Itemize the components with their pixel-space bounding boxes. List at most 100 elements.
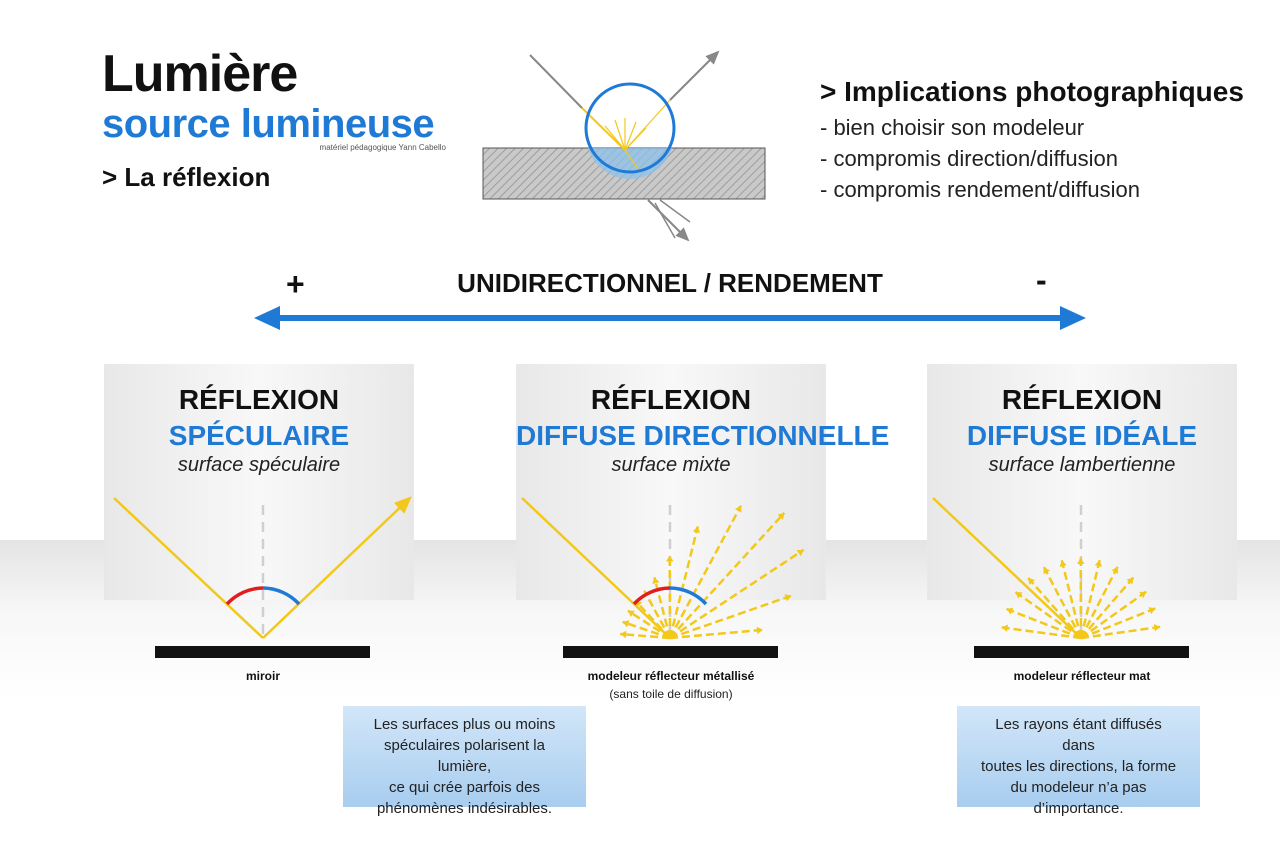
surface-label: modeleur réflecteur mat xyxy=(1013,669,1151,683)
incidence-angle-arc xyxy=(225,586,264,606)
scattered-ray xyxy=(669,512,786,639)
lambertian-diagram xyxy=(932,497,1189,658)
incident-ray xyxy=(113,497,264,639)
scattered-ray-head xyxy=(620,630,627,639)
scattered-ray xyxy=(1079,566,1119,639)
reflected-ray xyxy=(669,50,720,101)
scattered-ray xyxy=(653,577,672,639)
topic-heading: > La réflexion xyxy=(102,162,271,192)
scattered-ray xyxy=(643,590,672,639)
ball-outline xyxy=(584,82,676,174)
scattered-ray-head xyxy=(652,577,660,584)
note-line: du modeleur n’a pas xyxy=(1010,779,1147,796)
scattered-ray xyxy=(669,594,792,640)
panel-type: DIFFUSE DIRECTIONNELLE xyxy=(516,420,890,451)
incoming-ray xyxy=(529,54,583,109)
surface-label: miroir xyxy=(245,669,280,683)
scattered-ray-head xyxy=(1015,592,1023,599)
scattered-ray xyxy=(669,548,805,640)
scattered-ray xyxy=(1080,576,1135,639)
scattered-ray-head xyxy=(1126,577,1134,585)
scattered-ray-head xyxy=(1139,591,1147,599)
implications-list: - bien choisir son modeleur - compromis … xyxy=(820,112,1140,205)
scattered-ray-head xyxy=(1148,607,1156,615)
scattered-ray-head xyxy=(784,594,792,602)
mixed-diagram xyxy=(521,497,805,658)
scattered-ray xyxy=(1014,591,1082,640)
surface-bar xyxy=(974,646,1189,658)
scattered-ray xyxy=(1001,626,1082,640)
incident-ray xyxy=(521,497,671,639)
note-line: toutes les directions, la forme xyxy=(980,758,1177,775)
note-specular: Les surfaces plus ou moins spéculaires p… xyxy=(343,706,586,817)
scattered-ray xyxy=(1080,625,1161,640)
page-subtitle: source lumineuse xyxy=(102,102,435,146)
panel-specular: RÉFLEXION SPÉCULAIRE surface spéculaire xyxy=(104,364,414,600)
implication-item: - bien choisir son modeleur xyxy=(820,115,1085,140)
surface-label: modeleur réflecteur métallisé xyxy=(587,669,755,683)
minus-sign: - xyxy=(1036,262,1047,298)
double-arrow xyxy=(254,306,1086,330)
note-line: Les surfaces plus ou moins xyxy=(373,716,556,733)
reflection-illustration xyxy=(482,50,766,242)
note-line: ce qui crée parfois des xyxy=(389,779,540,796)
scattered-ray-head xyxy=(734,505,742,513)
scattered-ray xyxy=(1060,560,1083,639)
note-line: d’importance. xyxy=(1033,800,1124,817)
incidence-angle-arc xyxy=(632,586,671,606)
scattered-ray xyxy=(627,609,671,640)
panel-surface: surface mixte xyxy=(611,454,731,476)
scattered-ray xyxy=(1027,577,1082,639)
scattered-ray-head xyxy=(1076,558,1085,564)
scattered-ray xyxy=(668,505,743,639)
implication-item: - compromis rendement/diffusion xyxy=(820,177,1140,202)
surface-sublabel: (sans toile de diffusion) xyxy=(609,687,733,701)
scattered-ray-head xyxy=(1094,560,1102,567)
axis-label: UNIDIRECTIONNEL / RENDEMENT xyxy=(457,268,883,298)
note-line: spéculaires polarisent la lumière, xyxy=(384,737,545,775)
panel-type: SPÉCULAIRE xyxy=(168,420,350,451)
scattered-ray-head xyxy=(796,549,804,557)
specular-diagram xyxy=(113,496,412,658)
scattered-ray xyxy=(1006,607,1082,640)
implication-item: - compromis direction/diffusion xyxy=(820,146,1118,171)
scattered-ray xyxy=(668,526,700,639)
scattered-ray-head xyxy=(665,555,674,562)
panel-heading: RÉFLEXION xyxy=(1001,384,1163,415)
panel-type: DIFFUSE IDÉALE xyxy=(966,420,1198,451)
scattered-ray xyxy=(1080,590,1147,640)
scattered-ray xyxy=(620,632,671,640)
scattered-ray-head xyxy=(692,526,701,534)
scattered-ray-head xyxy=(1028,577,1035,585)
panel-surface: surface spéculaire xyxy=(177,454,341,476)
note-line: Les rayons étant diffusés dans xyxy=(995,716,1162,754)
scattered-ray xyxy=(1042,566,1083,639)
scattered-ray-head xyxy=(1153,623,1161,632)
scattered-ray-head xyxy=(1059,560,1067,567)
scattered-ray-head xyxy=(1001,624,1009,632)
implications-title: > Implications photographiques xyxy=(820,76,1244,107)
reflected-ray xyxy=(262,496,412,639)
reflection-angle-arc xyxy=(669,586,708,606)
page-title: Lumière xyxy=(102,45,298,103)
panel-surface: surface lambertienne xyxy=(988,454,1176,476)
panel-heading: RÉFLEXION xyxy=(590,384,752,415)
scattered-ray-head xyxy=(627,610,635,618)
scattered-ray-head xyxy=(756,626,763,635)
surface-bar xyxy=(155,646,370,658)
note-line: phénomènes indésirables. xyxy=(376,800,553,817)
surface-bar xyxy=(563,646,778,658)
scattered-ray xyxy=(634,599,671,639)
reflection-angle-arc xyxy=(262,586,301,606)
note-lambertian: Les rayons étant diffusés dans toutes le… xyxy=(957,706,1200,817)
credit-text: matériel pédagogique Yann Cabello xyxy=(319,143,446,152)
scattered-ray xyxy=(1080,607,1156,640)
plus-sign: + xyxy=(286,266,305,302)
scattered-ray-head xyxy=(1043,567,1050,575)
scattered-ray-head xyxy=(1006,607,1014,615)
scattered-ray xyxy=(669,628,764,640)
panel-heading: RÉFLEXION xyxy=(178,384,340,415)
incident-ray xyxy=(932,497,1082,639)
scattered-ray-head xyxy=(777,512,785,520)
scattered-ray xyxy=(622,620,671,640)
